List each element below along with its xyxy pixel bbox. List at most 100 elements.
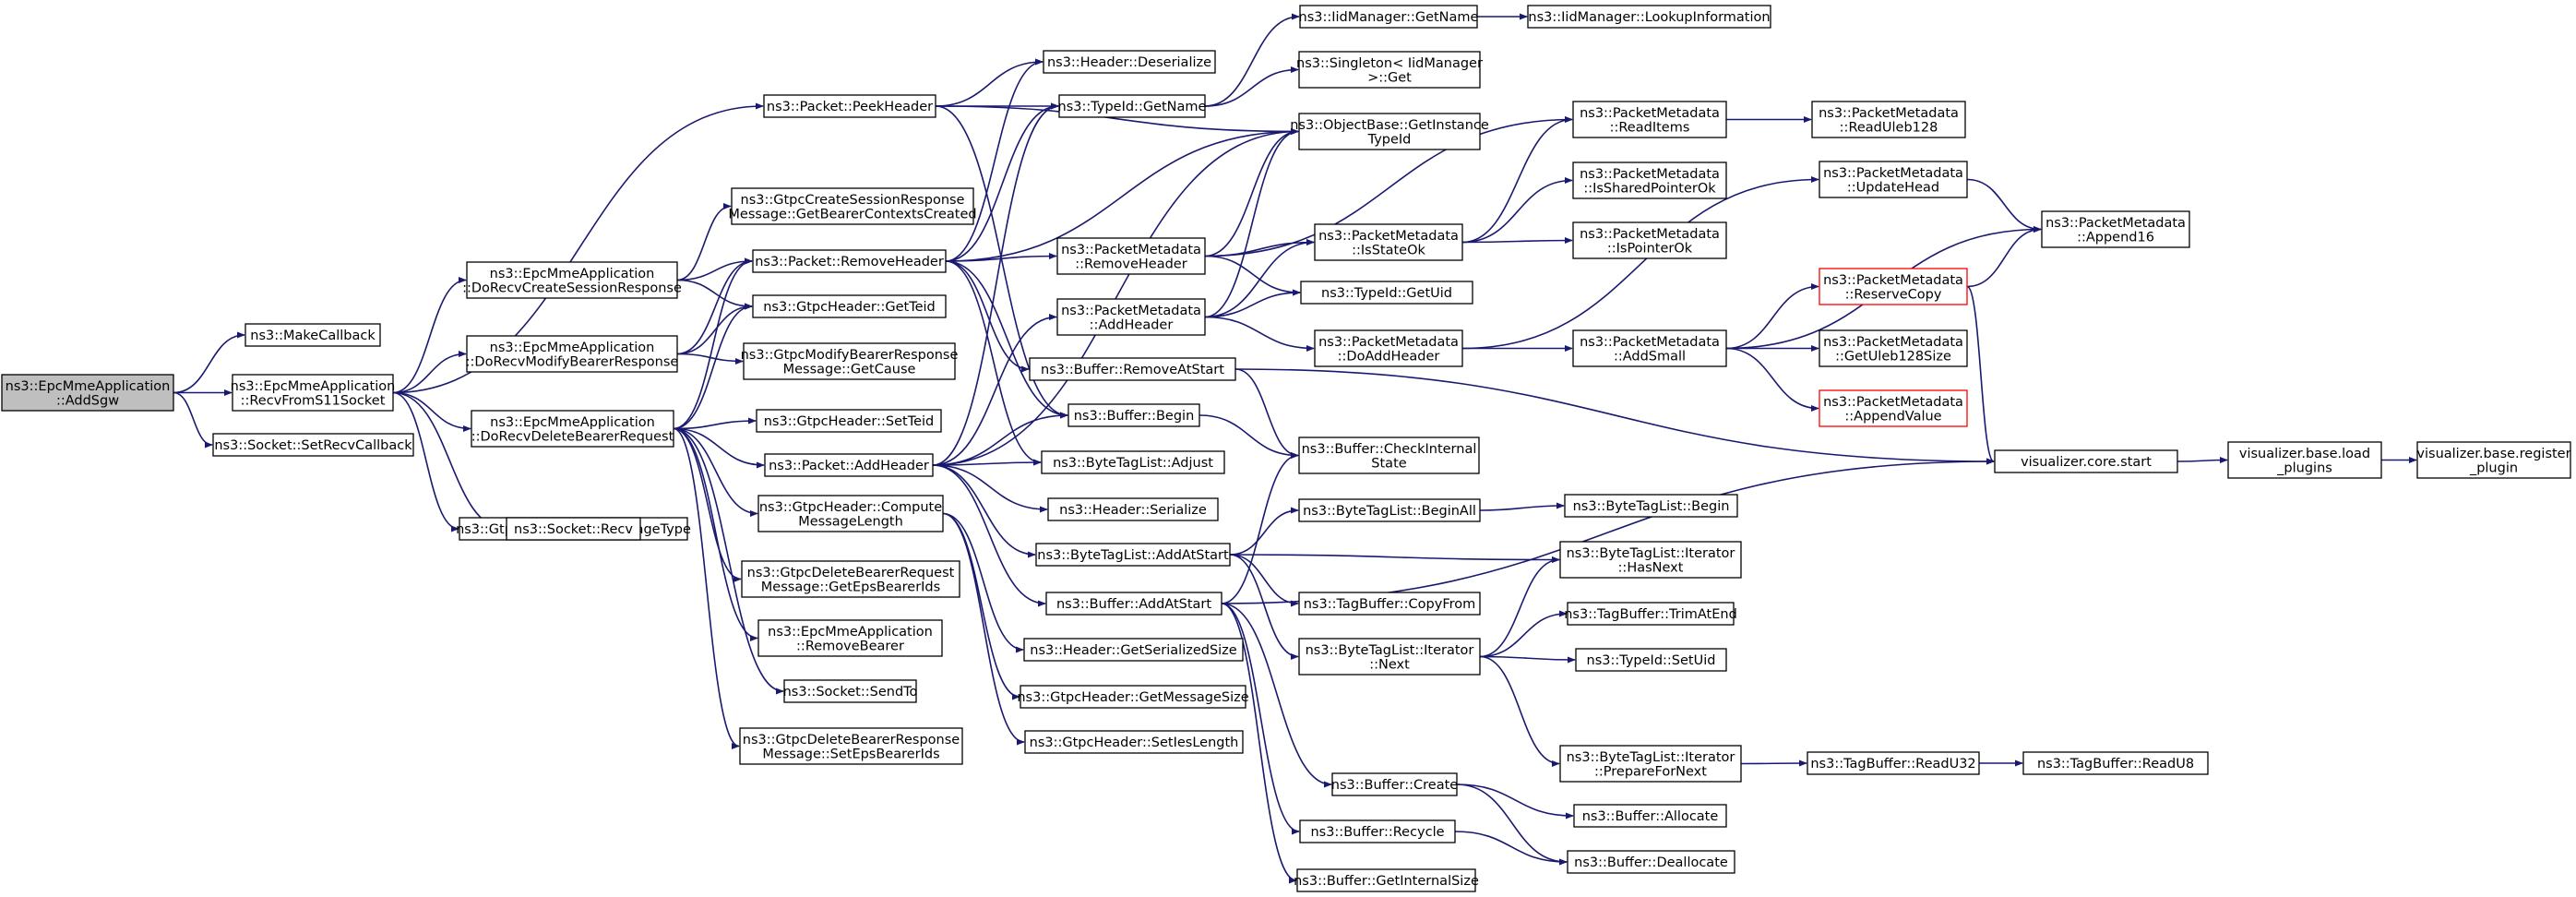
- node-singletonget[interactable]: ns3::Singleton< IidManager>::Get: [1296, 51, 1483, 89]
- node-bufcreate[interactable]: ns3::Buffer::Create: [1331, 772, 1459, 796]
- node-btlbeginall[interactable]: ns3::ByteTagList::BeginAll: [1298, 498, 1481, 522]
- node-tbcopyfrom[interactable]: ns3::TagBuffer::CopyFrom: [1298, 592, 1481, 616]
- node-getcause[interactable]: ns3::GtpcModifyBearerResponseMessage::Ge…: [741, 342, 959, 380]
- edge-pmaddheader-to-pmdoaddheader: [1204, 316, 1315, 353]
- node-tbreadu8[interactable]: ns3::TagBuffer::ReadU8: [2022, 751, 2209, 775]
- node-vizstart[interactable]: visualizer.core.start: [1994, 449, 2178, 473]
- node-getbearerctx[interactable]: ns3::GtpcCreateSessionResponseMessage::G…: [728, 187, 977, 225]
- edge-bufremoveatstart-to-vizstart: [1234, 368, 1995, 465]
- node-bufrecycle[interactable]: ns3::Buffer::Recycle: [1299, 819, 1456, 843]
- node-label: ns3::TagBuffer::CopyFrom: [1304, 597, 1476, 612]
- node-btladdatstart[interactable]: ns3::ByteTagList::AddAtStart: [1035, 543, 1231, 567]
- node-dodelete[interactable]: ns3::EpcMmeApplication::DoRecvDeleteBear…: [471, 410, 674, 448]
- node-makecb[interactable]: ns3::MakeCallback: [244, 323, 381, 347]
- node-label: ns3::Socket::SetRecvCallback: [214, 438, 412, 453]
- node-pmgetulebsize[interactable]: ns3::PacketMetadata::GetUleb128Size: [1819, 329, 1968, 367]
- node-box: [1047, 497, 1219, 521]
- node-setteid[interactable]: ns3::GtpcHeader::SetTeid: [756, 409, 942, 433]
- node-hdrserialize[interactable]: ns3::Header::Serialize: [1047, 497, 1219, 521]
- node-gtpcsetieslen[interactable]: ns3::GtpcHeader::SetIesLength: [1024, 730, 1244, 754]
- node-docreate[interactable]: ns3::EpcMmeApplication::DoRecvCreateSess…: [462, 261, 682, 299]
- node-removebearer[interactable]: ns3::EpcMmeApplication::RemoveBearer: [757, 619, 943, 657]
- node-label: visualizer.core.start: [2021, 455, 2152, 470]
- node-vizregister[interactable]: visualizer.base.register_plugin: [2416, 441, 2571, 479]
- node-pmremoveheader[interactable]: ns3::PacketMetadata::RemoveHeader: [1056, 237, 1206, 275]
- node-iidlookup[interactable]: ns3::IidManager::LookupInformation: [1527, 5, 1771, 29]
- edge-bufaddatstart-to-bufrecycle: [1221, 603, 1300, 835]
- node-box: [1567, 602, 1735, 626]
- edge-removeheader-to-bufremoveatstart: [945, 260, 1030, 373]
- node-btlitprepare[interactable]: ns3::ByteTagList::Iterator::PrepareForNe…: [1559, 745, 1742, 783]
- node-addsgw[interactable]: ns3::EpcMmeApplication::AddSgw: [1, 374, 174, 412]
- node-box: [756, 409, 942, 433]
- node-btlitnext[interactable]: ns3::ByteTagList::Iterator::Next: [1298, 638, 1481, 676]
- node-label: ::IsPointerOk: [1607, 241, 1693, 256]
- node-pmreaditems[interactable]: ns3::PacketMetadata::ReadItems: [1572, 101, 1727, 138]
- node-label: ns3::Header::GetSerializedSize: [1030, 643, 1237, 658]
- node-pmisptr[interactable]: ns3::PacketMetadata::IsPointerOk: [1572, 221, 1727, 259]
- node-box: [1035, 543, 1231, 567]
- node-label: ns3::EpcMmeApplication: [6, 379, 171, 394]
- node-tbreadu32[interactable]: ns3::TagBuffer::ReadU32: [1807, 751, 1980, 775]
- node-box: [1020, 685, 1246, 709]
- node-pmaddsmall[interactable]: ns3::PacketMetadata::AddSmall: [1572, 329, 1727, 367]
- node-bufgetinternalsize[interactable]: ns3::Buffer::GetInternalSize: [1294, 868, 1479, 892]
- node-box: [1296, 868, 1476, 892]
- node-label: ::AddSgw: [56, 393, 119, 408]
- edge-bufaddatstart-to-bufgetinternalsize: [1221, 603, 1297, 884]
- node-label: ns3::ByteTagList::AddAtStart: [1037, 548, 1229, 563]
- node-vizload[interactable]: visualizer.base.load_plugins: [2227, 441, 2382, 479]
- node-pmappend16[interactable]: ns3::PacketMetadata::Append16: [2041, 210, 2190, 248]
- node-pmappendvalue[interactable]: ns3::PacketMetadata::AppendValue: [1819, 389, 1968, 427]
- node-peekheader[interactable]: ns3::Packet::PeekHeader: [763, 94, 936, 118]
- node-typeidsetuid[interactable]: ns3::TypeId::SetUid: [1575, 648, 1727, 672]
- node-pmreaduleb[interactable]: ns3::PacketMetadata::ReadUleb128: [1811, 101, 1966, 138]
- node-sockrecv[interactable]: ns3::Socket::Recv: [506, 517, 641, 541]
- node-layer: ns3::EpcMmeApplication::AddSgw ns3::MakeC…: [1, 5, 2571, 892]
- node-getteid[interactable]: ns3::GtpcHeader::GetTeid: [752, 294, 947, 318]
- node-bufaddatstart[interactable]: ns3::Buffer::AddAtStart: [1045, 592, 1222, 616]
- node-label: Message::SetEpsBearerIds: [762, 747, 939, 761]
- node-recvfrom[interactable]: ns3::EpcMmeApplication::RecvFromS11Socke…: [231, 374, 396, 412]
- node-box: [1045, 592, 1222, 616]
- node-label: Message::GetEpsBearerIds: [761, 580, 940, 594]
- edge-addheader-to-bufaddatstart: [932, 464, 1046, 607]
- node-removeheader[interactable]: ns3::Packet::RemoveHeader: [752, 249, 947, 273]
- node-typeidgetuid[interactable]: ns3::TypeId::GetUid: [1300, 281, 1473, 305]
- node-btlithasnext[interactable]: ns3::ByteTagList::Iterator::HasNext: [1559, 541, 1742, 579]
- node-domodify[interactable]: ns3::EpcMmeApplication::DoRecvModifyBear…: [466, 335, 679, 373]
- node-label: ns3::GtpcHeader::GetMessageSize: [1017, 690, 1248, 705]
- node-pmreservecopy[interactable]: ns3::PacketMetadata::ReserveCopy: [1819, 268, 1968, 305]
- node-label: ns3::Buffer::Recycle: [1310, 825, 1444, 840]
- node-pmaddheader[interactable]: ns3::PacketMetadata::AddHeader: [1056, 298, 1206, 336]
- node-hdrdeserialize[interactable]: ns3::Header::Deserialize: [1043, 50, 1216, 74]
- node-label: ns3::PacketMetadata: [1318, 335, 1459, 350]
- node-btlbegin[interactable]: ns3::ByteTagList::Begin: [1564, 494, 1738, 518]
- node-bufremoveatstart[interactable]: ns3::Buffer::RemoveAtStart: [1029, 357, 1236, 381]
- node-pmupdatehead[interactable]: ns3::PacketMetadata::UpdateHead: [1819, 161, 1968, 198]
- node-pmisstateok[interactable]: ns3::PacketMetadata::IsStateOk: [1314, 223, 1463, 261]
- node-box: [1298, 113, 1481, 150]
- node-btladjust[interactable]: ns3::ByteTagList::Adjust: [1041, 450, 1225, 474]
- node-iidgetname[interactable]: ns3::IidManager::GetName: [1299, 5, 1479, 29]
- node-bufallocate[interactable]: ns3::Buffer::Allocate: [1573, 804, 1727, 828]
- node-label: >::Get: [1367, 70, 1412, 85]
- node-typeidgetname[interactable]: ns3::TypeId::GetName: [1058, 94, 1207, 118]
- node-bufdeallocate[interactable]: ns3::Buffer::Deallocate: [1567, 850, 1735, 874]
- node-addheader[interactable]: ns3::Packet::AddHeader: [764, 453, 934, 477]
- node-setepsids[interactable]: ns3::GtpcDeleteBearerResponseMessage::Se…: [739, 727, 963, 765]
- node-tbtrimatend[interactable]: ns3::TagBuffer::TrimAtEnd: [1564, 602, 1737, 626]
- node-gtpcgetmsgsize[interactable]: ns3::GtpcHeader::GetMessageSize: [1017, 685, 1249, 709]
- edge-pmaddheader-to-pmisstateok: [1204, 238, 1315, 318]
- node-setrecvcb[interactable]: ns3::Socket::SetRecvCallback: [212, 433, 414, 457]
- node-hdrgetsersize[interactable]: ns3::Header::GetSerializedSize: [1023, 638, 1244, 662]
- node-sendto[interactable]: ns3::Socket::SendTo: [783, 679, 918, 703]
- node-label: ns3::Buffer::Create: [1331, 778, 1459, 793]
- node-bufbegin[interactable]: ns3::Buffer::Begin: [1067, 403, 1200, 427]
- node-pmdoaddheader[interactable]: ns3::PacketMetadata::DoAddHeader: [1314, 329, 1463, 367]
- node-pmissharedptr[interactable]: ns3::PacketMetadata::IsSharedPointerOk: [1572, 161, 1727, 199]
- node-getepsids[interactable]: ns3::GtpcDeleteBearerRequestMessage::Get…: [741, 560, 960, 598]
